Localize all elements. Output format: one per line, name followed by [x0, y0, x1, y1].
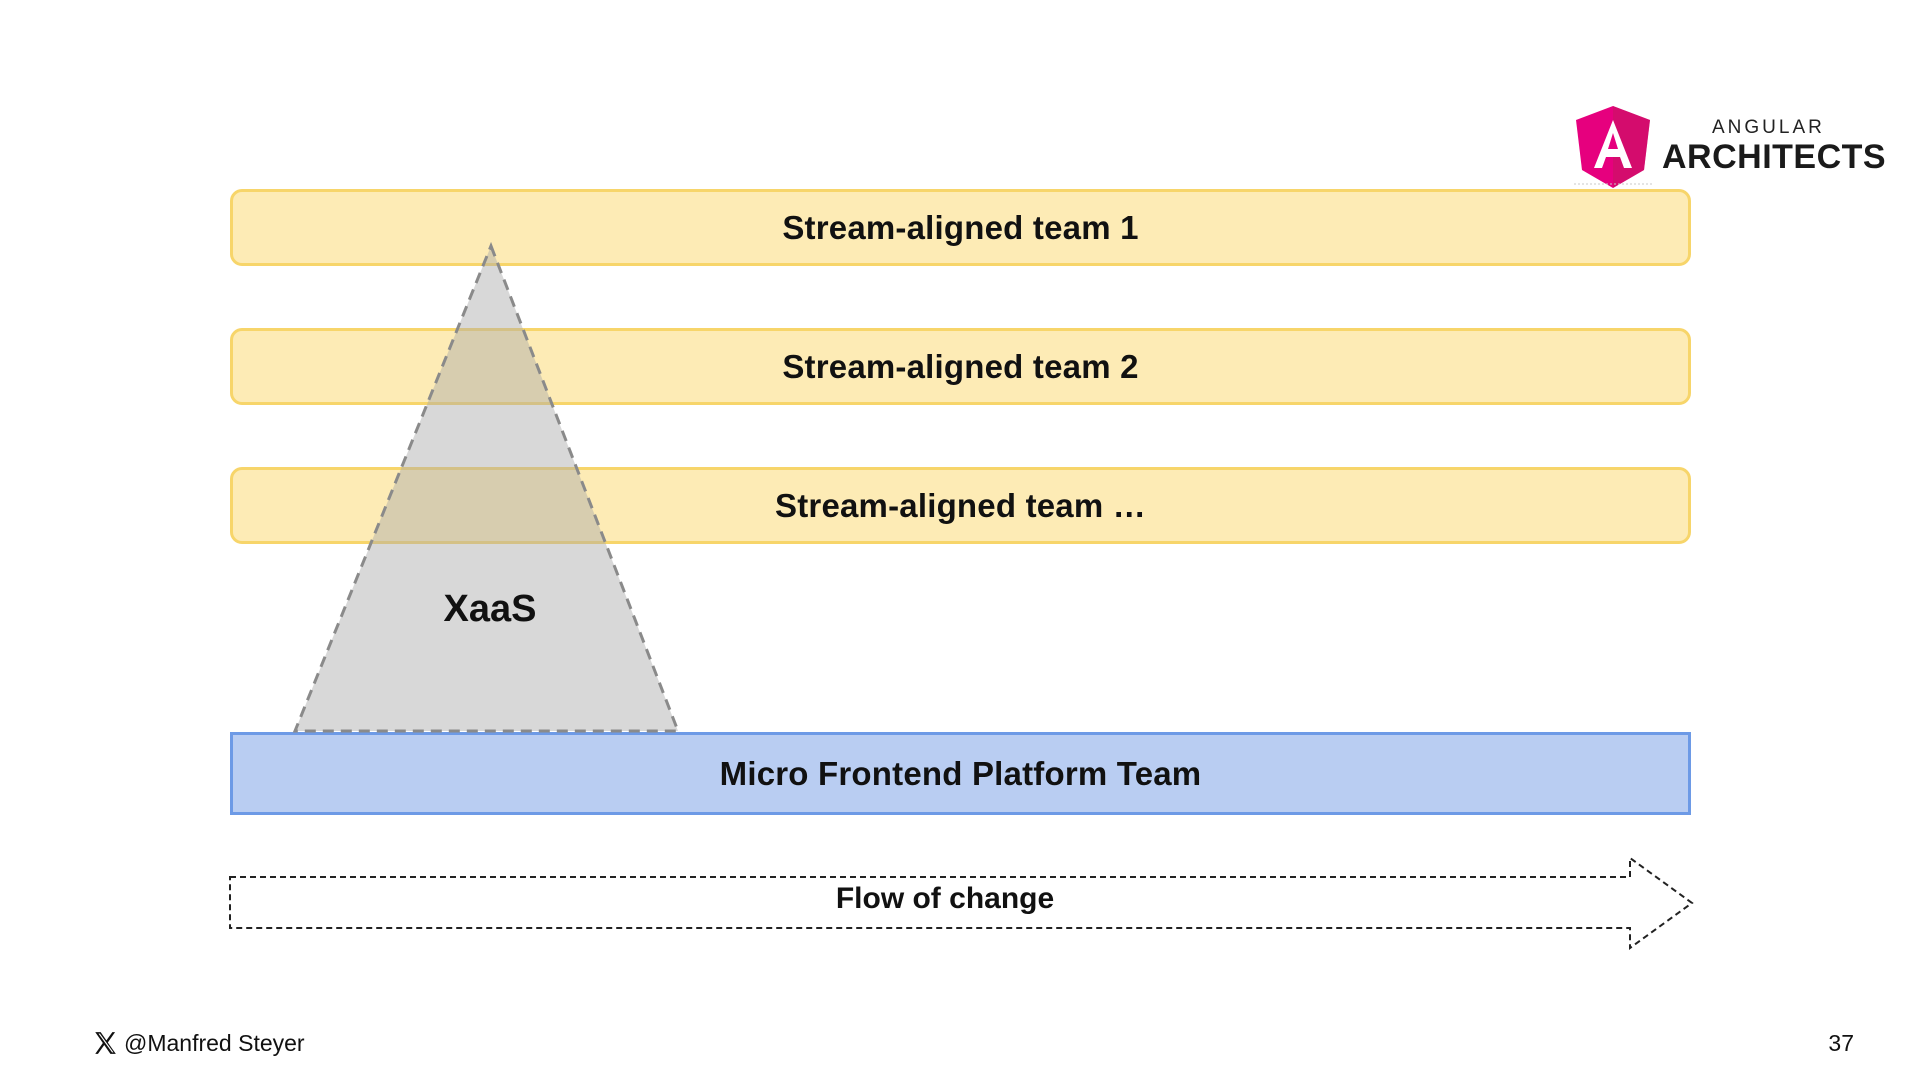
- platform-team-label: Micro Frontend Platform Team: [719, 754, 1202, 792]
- angular-architects-logo: ANGULAR ARCHITECTS: [1570, 100, 1887, 195]
- logo-text-architects: ARCHITECTS: [1662, 138, 1887, 176]
- platform-team-bar: Micro Frontend Platform Team: [230, 732, 1691, 815]
- stream-aligned-team-2-label: Stream-aligned team 2: [782, 347, 1139, 385]
- stream-aligned-team-2-bar: Stream-aligned team 2: [230, 328, 1691, 405]
- angular-shield-icon: [1574, 106, 1654, 188]
- x-logo-icon: [95, 1032, 116, 1054]
- footer-handle-text: @Manfred Steyer: [124, 1029, 305, 1056]
- stream-aligned-team-more-label: Stream-aligned team …: [775, 486, 1146, 524]
- stream-aligned-team-1-bar: Stream-aligned team 1: [230, 189, 1691, 266]
- stream-aligned-team-more-bar: Stream-aligned team …: [230, 467, 1691, 544]
- page-number: 37: [1828, 1030, 1854, 1056]
- flow-of-change-label: Flow of change: [835, 882, 1055, 915]
- stream-aligned-team-1-label: Stream-aligned team 1: [782, 208, 1139, 246]
- xaas-label: XaaS: [443, 588, 537, 630]
- footer-twitter-handle: @Manfred Steyer: [92, 1028, 305, 1058]
- logo-text-angular: ANGULAR: [1712, 117, 1825, 138]
